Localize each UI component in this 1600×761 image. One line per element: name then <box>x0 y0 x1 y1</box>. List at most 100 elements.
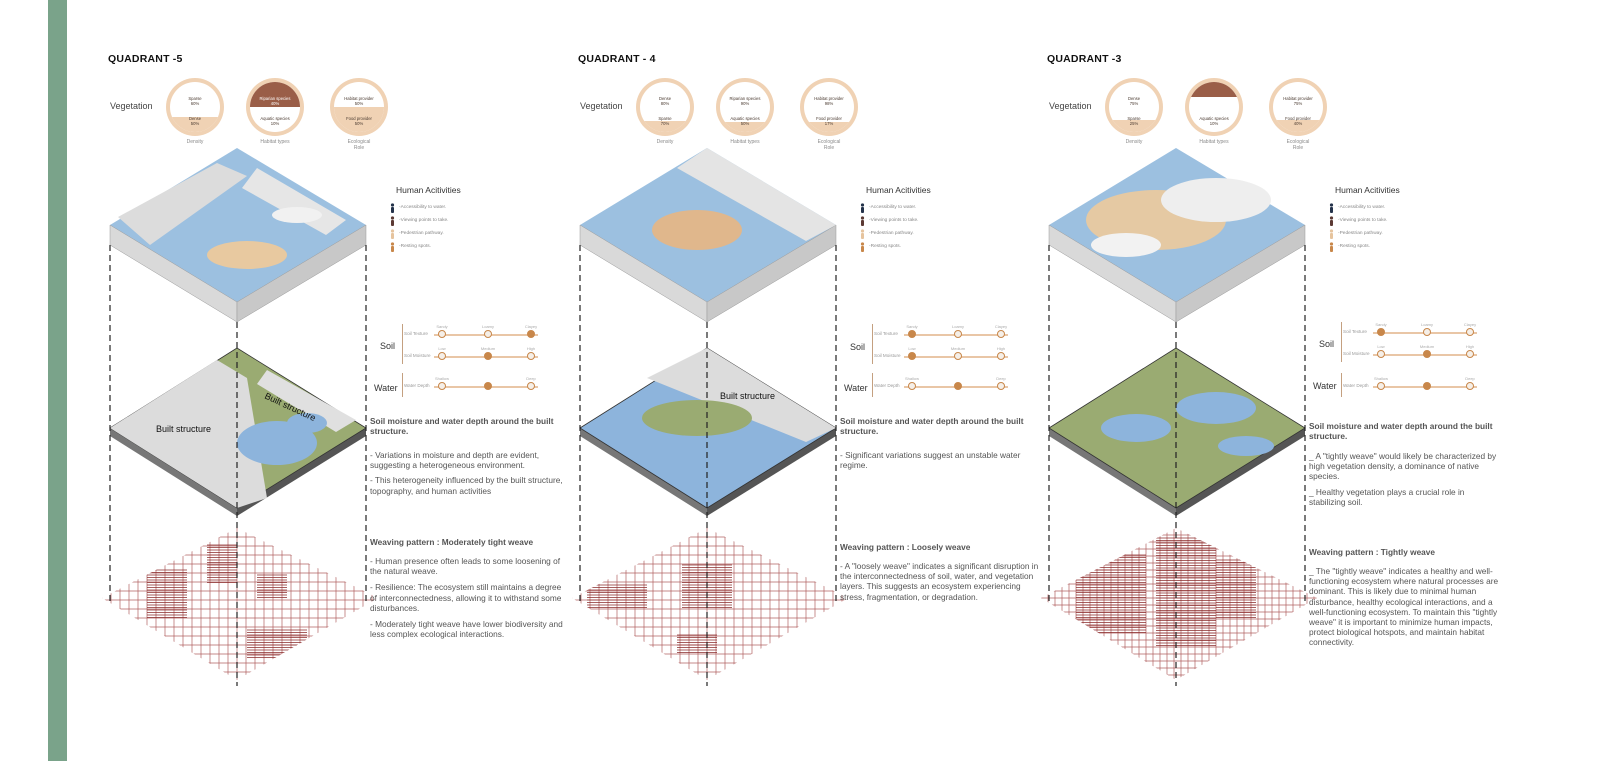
circle-caption: Density <box>656 139 674 145</box>
activity-label: - <box>399 218 401 223</box>
slider-dot[interactable] <box>484 352 492 360</box>
slider-dot[interactable] <box>997 382 1005 390</box>
activity-text: Resting spots. <box>870 244 902 249</box>
circle-caption: Habitat types <box>1199 139 1229 145</box>
sand-patch <box>207 241 287 269</box>
built-structure-block <box>677 148 836 241</box>
slider-dot[interactable] <box>527 382 535 390</box>
slider-dot[interactable] <box>1377 328 1385 336</box>
circle-inner: Riparian species 90%Aquatic species 50% <box>720 82 770 132</box>
person-head <box>860 215 865 220</box>
person-body <box>1330 219 1333 226</box>
circle-fill <box>1109 119 1159 132</box>
circle-top-label: Riparian species 40% <box>259 96 291 106</box>
soil-water-text: - Significant variations suggest an unst… <box>840 450 1021 471</box>
slider-level-label: Medium <box>480 346 496 351</box>
slider-dot[interactable] <box>908 330 916 338</box>
slider-dot[interactable] <box>438 352 446 360</box>
circle-fill <box>1189 82 1239 97</box>
water-bracket <box>1341 373 1342 397</box>
person-icon <box>1329 215 1334 226</box>
quadrant-title: QUADRANT -5 <box>108 53 183 65</box>
slider-dot[interactable] <box>1466 382 1474 390</box>
circle-bottom-label: Sparse 70% <box>658 116 672 126</box>
slider-dot[interactable] <box>527 352 535 360</box>
circle-top-label: Habitat provider 98% <box>814 96 844 106</box>
human-activities-legend: - Accessibility to water.- Viewing point… <box>860 201 919 253</box>
person-head <box>1329 241 1334 246</box>
circle-bottom-label: Food provider 17% <box>816 116 842 126</box>
slider-dot[interactable] <box>908 382 916 390</box>
slider-level-label: Shallow <box>904 376 920 381</box>
soil-water-text: _ A "tightly weave" would likely be char… <box>1309 451 1497 482</box>
activity-legend-item: - Viewing points to take. <box>860 214 919 227</box>
vegetation-circle-1: Sparse 60%Dense 50% <box>166 78 224 136</box>
slider-dot[interactable] <box>954 330 962 338</box>
activity-text: Pedestrian pathway. <box>400 231 444 236</box>
circle-inner: Dense 75% Sparse 25% <box>1109 82 1159 132</box>
weave-text: - Moderately tight weave have lower biod… <box>370 619 563 640</box>
water-area <box>1176 392 1256 424</box>
slider-dot[interactable] <box>438 330 446 338</box>
slider-dot[interactable] <box>1423 350 1431 358</box>
water-bracket <box>872 373 873 397</box>
slider-dot[interactable] <box>1423 328 1431 336</box>
slider-dot[interactable] <box>908 352 916 360</box>
circle-bottom-label: Aquatic species 10% <box>1199 116 1229 126</box>
slider-dot[interactable] <box>1377 350 1385 358</box>
person-head <box>390 202 395 207</box>
weave-heading: Weaving pattern : Loosely weave <box>840 542 971 552</box>
plane-side-right <box>1176 428 1305 516</box>
circle-bottom-label: Sparse 25% <box>1127 116 1141 126</box>
slider-level-label: Clayey <box>994 324 1008 329</box>
slider-dot[interactable] <box>997 352 1005 360</box>
circle-fill <box>720 122 770 132</box>
activity-legend-item: - Accessibility to water. <box>860 201 919 214</box>
circle-bottom-label: Dense 50% <box>188 116 202 126</box>
activity-label: - <box>1338 218 1340 223</box>
slider-dot[interactable] <box>484 382 492 390</box>
circle-inner: Habitat provider 50%Food provider 50% <box>334 82 384 132</box>
slider-level-label: Low <box>1377 344 1385 349</box>
slider-dot[interactable] <box>954 352 962 360</box>
weave-text: - Resilience: The ecosystem still mainta… <box>370 582 562 613</box>
circle-caption: Ecological Role <box>1286 139 1310 151</box>
activity-text: Viewing points to take. <box>1339 218 1388 223</box>
side-accent-bar <box>48 0 67 761</box>
built-structure-area <box>647 348 836 442</box>
slider-dot[interactable] <box>1466 350 1474 358</box>
slider-dot[interactable] <box>527 330 535 338</box>
water-label: Water <box>374 383 398 393</box>
slider-dot[interactable] <box>1377 382 1385 390</box>
slider-dot[interactable] <box>997 330 1005 338</box>
circle-top-label: Riparian species 65% <box>1198 98 1230 108</box>
soil-bracket <box>872 324 873 364</box>
slider-dot[interactable] <box>1423 382 1431 390</box>
circle-top-label: Dense 80% <box>658 96 672 106</box>
vegetation-label: Vegetation <box>110 101 153 111</box>
slider-dot[interactable] <box>954 382 962 390</box>
person-body <box>391 219 394 226</box>
water-area <box>237 421 317 465</box>
plane-side-right <box>707 428 836 516</box>
circle-top-label: Dense 75% <box>1127 96 1141 106</box>
vegetation-circle-2: Riparian species 90%Aquatic species 50% <box>716 78 774 136</box>
slider-dot[interactable] <box>1466 328 1474 336</box>
slider-dot[interactable] <box>438 382 446 390</box>
weave-grid <box>1041 528 1317 680</box>
activity-label: - <box>869 231 871 236</box>
circle-fill <box>640 121 690 132</box>
circle-fill <box>804 122 854 132</box>
slider-name: Soil Texture <box>404 331 428 336</box>
slider-dot[interactable] <box>484 330 492 338</box>
